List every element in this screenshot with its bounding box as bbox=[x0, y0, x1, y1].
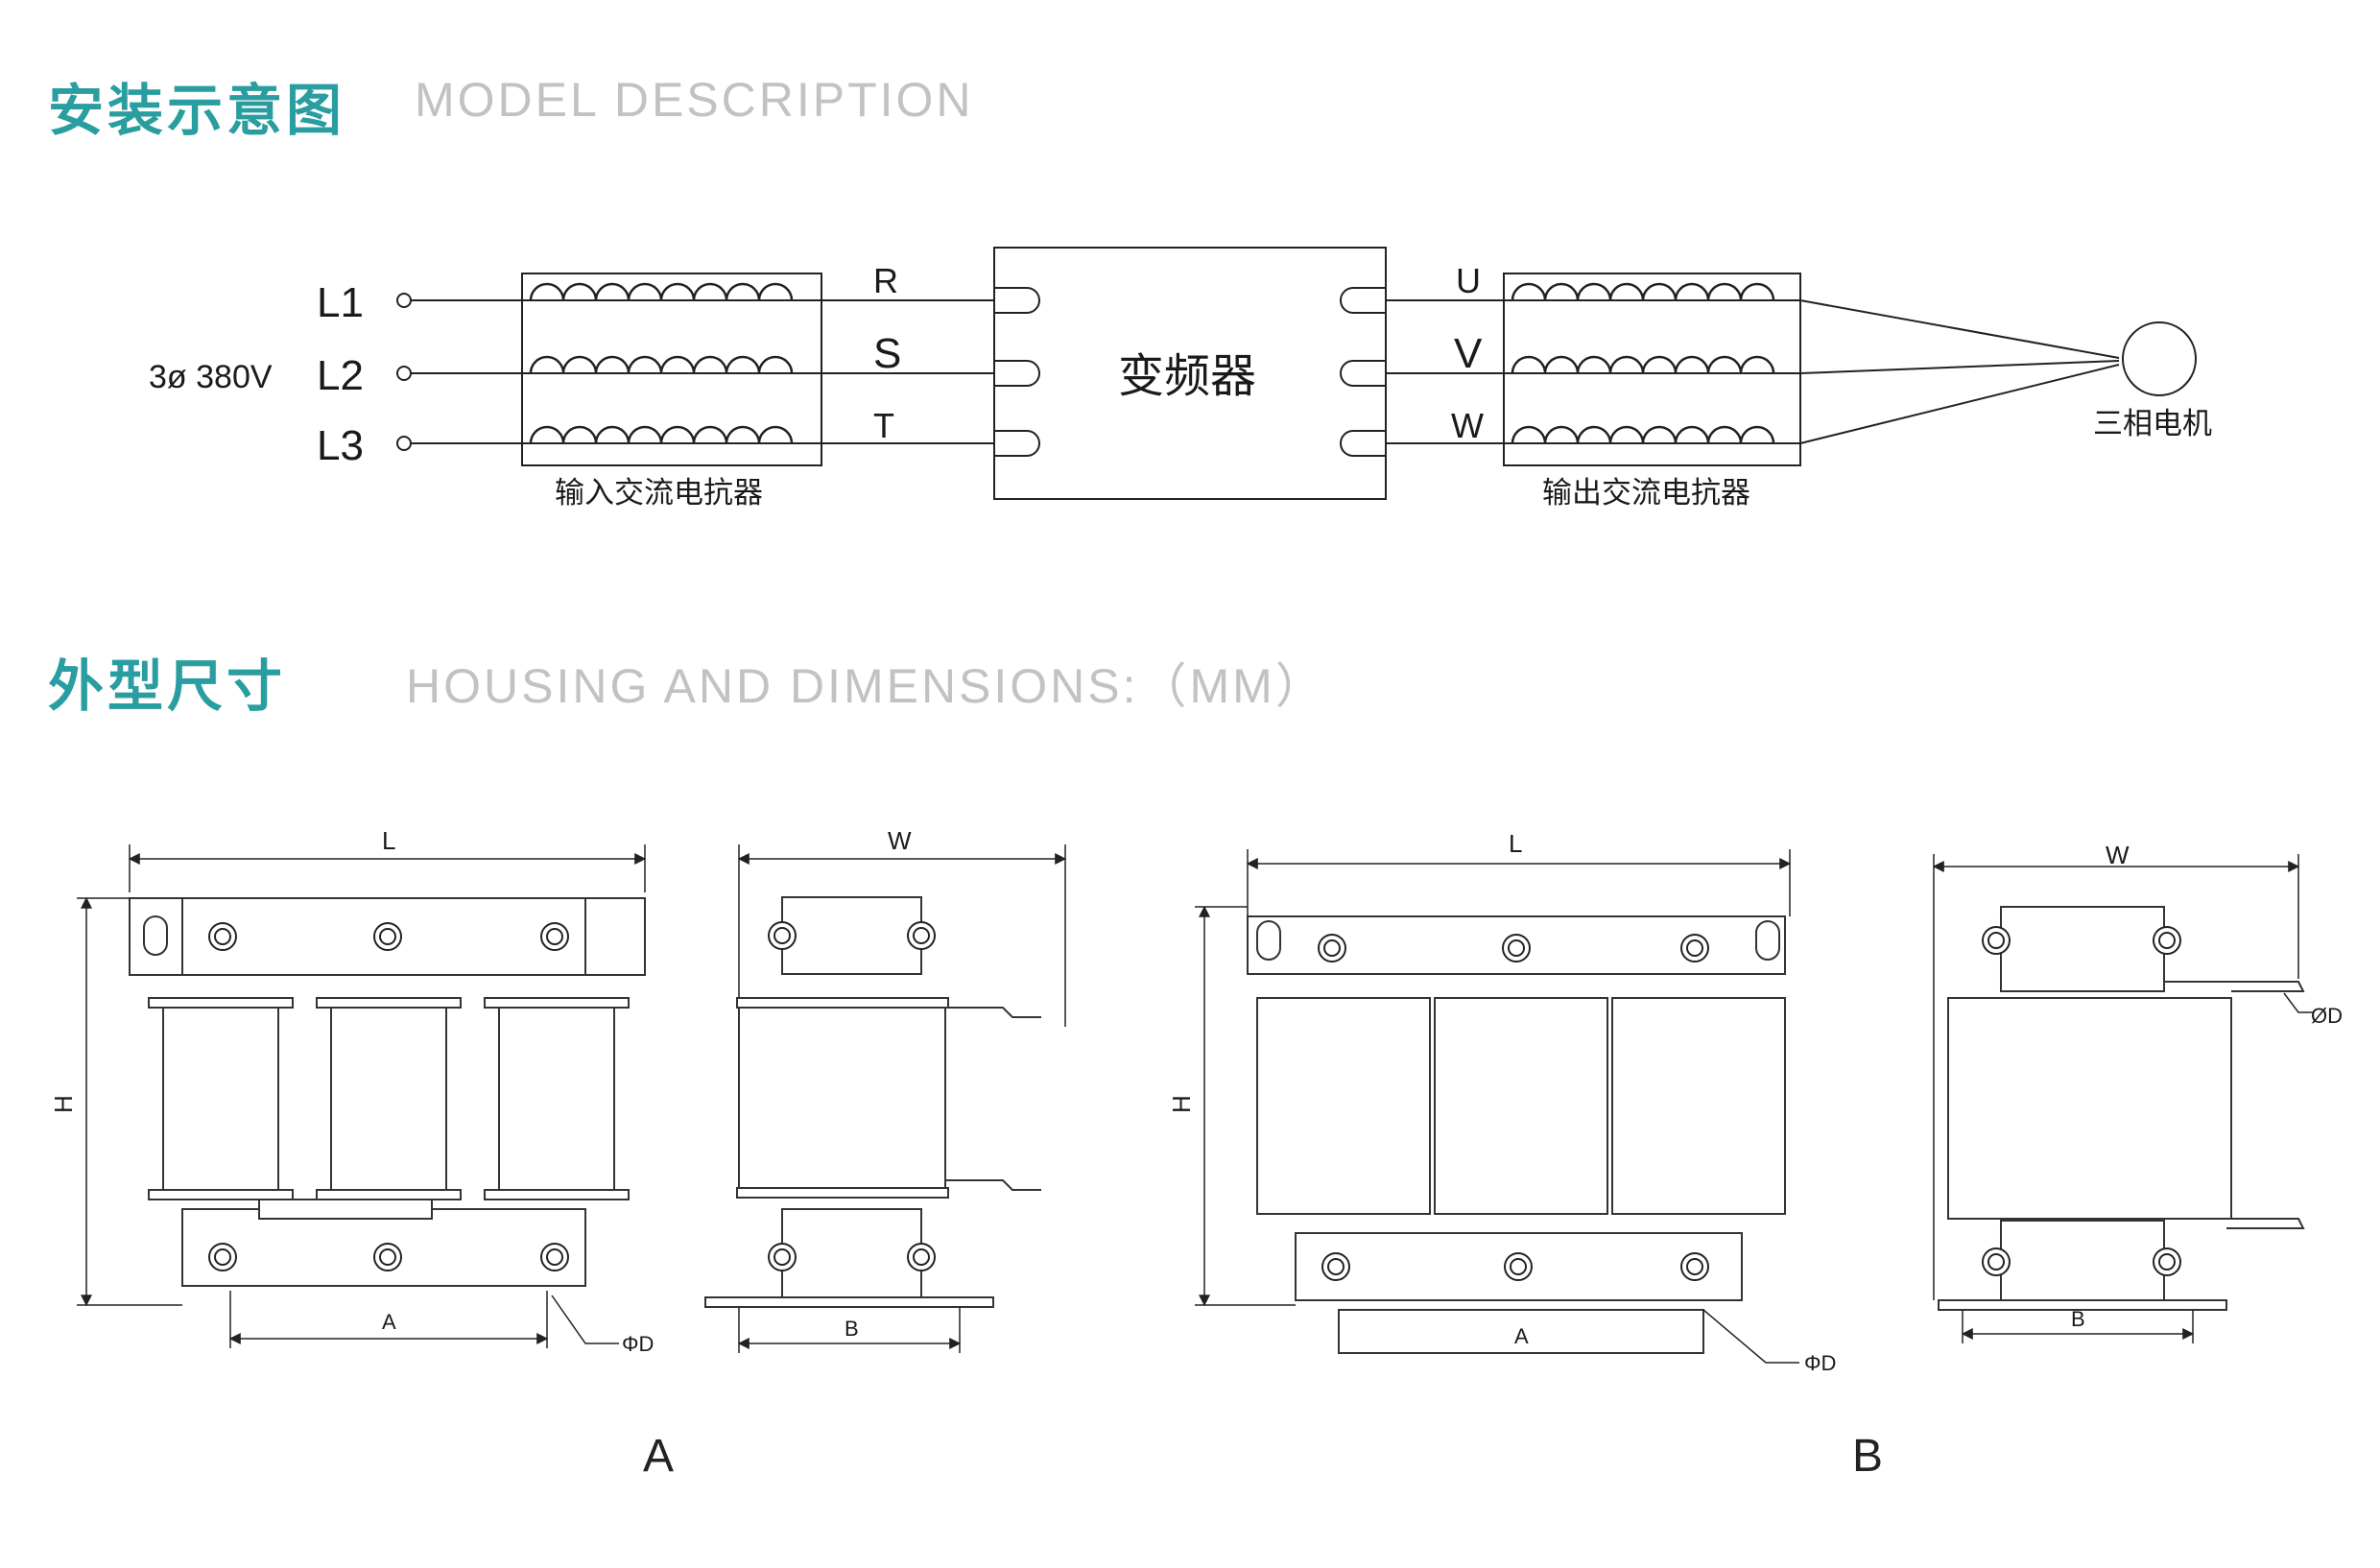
supply-label: 3ø 380V bbox=[149, 359, 273, 395]
dim-a-b: B bbox=[845, 1317, 859, 1341]
dim-b-a: A bbox=[1514, 1324, 1529, 1348]
phase-label-s: S bbox=[873, 330, 901, 377]
phase-label-w: W bbox=[1451, 406, 1484, 445]
dim-b-w: W bbox=[2106, 841, 2130, 869]
dim-b-l: L bbox=[1509, 829, 1522, 858]
input-reactor-box bbox=[521, 273, 822, 466]
line-label-l1: L1 bbox=[317, 279, 364, 326]
fig-a-side bbox=[704, 896, 1041, 1308]
dim-b-h: H bbox=[1167, 1095, 1196, 1113]
motor-symbol bbox=[2122, 321, 2197, 396]
phase-label-r: R bbox=[873, 261, 898, 300]
fig-b-front bbox=[1247, 915, 1786, 1354]
section-subtitle-install: MODEL DESCRIPTION bbox=[415, 73, 974, 127]
fig-a-front bbox=[129, 897, 646, 1287]
section-title-install: 安装示意图 bbox=[48, 78, 346, 143]
output-reactor-label: 输出交流电抗器 bbox=[1542, 476, 1750, 511]
dim-a-l: L bbox=[382, 826, 395, 855]
phase-label-t: T bbox=[873, 406, 894, 445]
motor-label: 三相电机 bbox=[2093, 407, 2212, 441]
section-title-housing: 外型尺寸 bbox=[48, 653, 287, 719]
input-reactor-label: 输入交流电抗器 bbox=[555, 476, 763, 511]
dim-a-w: W bbox=[888, 826, 912, 855]
dim-a-h: H bbox=[49, 1095, 78, 1113]
dim-a-a: A bbox=[382, 1310, 396, 1334]
line-label-l3: L3 bbox=[317, 422, 364, 469]
line-label-l2: L2 bbox=[317, 352, 364, 399]
output-reactor-box bbox=[1503, 273, 1801, 466]
fig-b-side bbox=[1938, 906, 2305, 1311]
figure-label-b: B bbox=[1852, 1431, 1884, 1482]
inverter-label: 变频器 bbox=[1118, 349, 1256, 403]
dim-b-d-side: ØD bbox=[2311, 1004, 2343, 1028]
figure-label-a: A bbox=[643, 1431, 675, 1482]
dim-a-d: ΦD bbox=[622, 1332, 654, 1356]
section-subtitle-housing: HOUSING AND DIMENSIONS:（MM） bbox=[406, 659, 1326, 713]
dim-b-d: ΦD bbox=[1804, 1351, 1836, 1375]
phase-label-u: U bbox=[1456, 261, 1481, 300]
phase-label-v: V bbox=[1454, 330, 1483, 377]
dim-b-b: B bbox=[2071, 1307, 2085, 1331]
